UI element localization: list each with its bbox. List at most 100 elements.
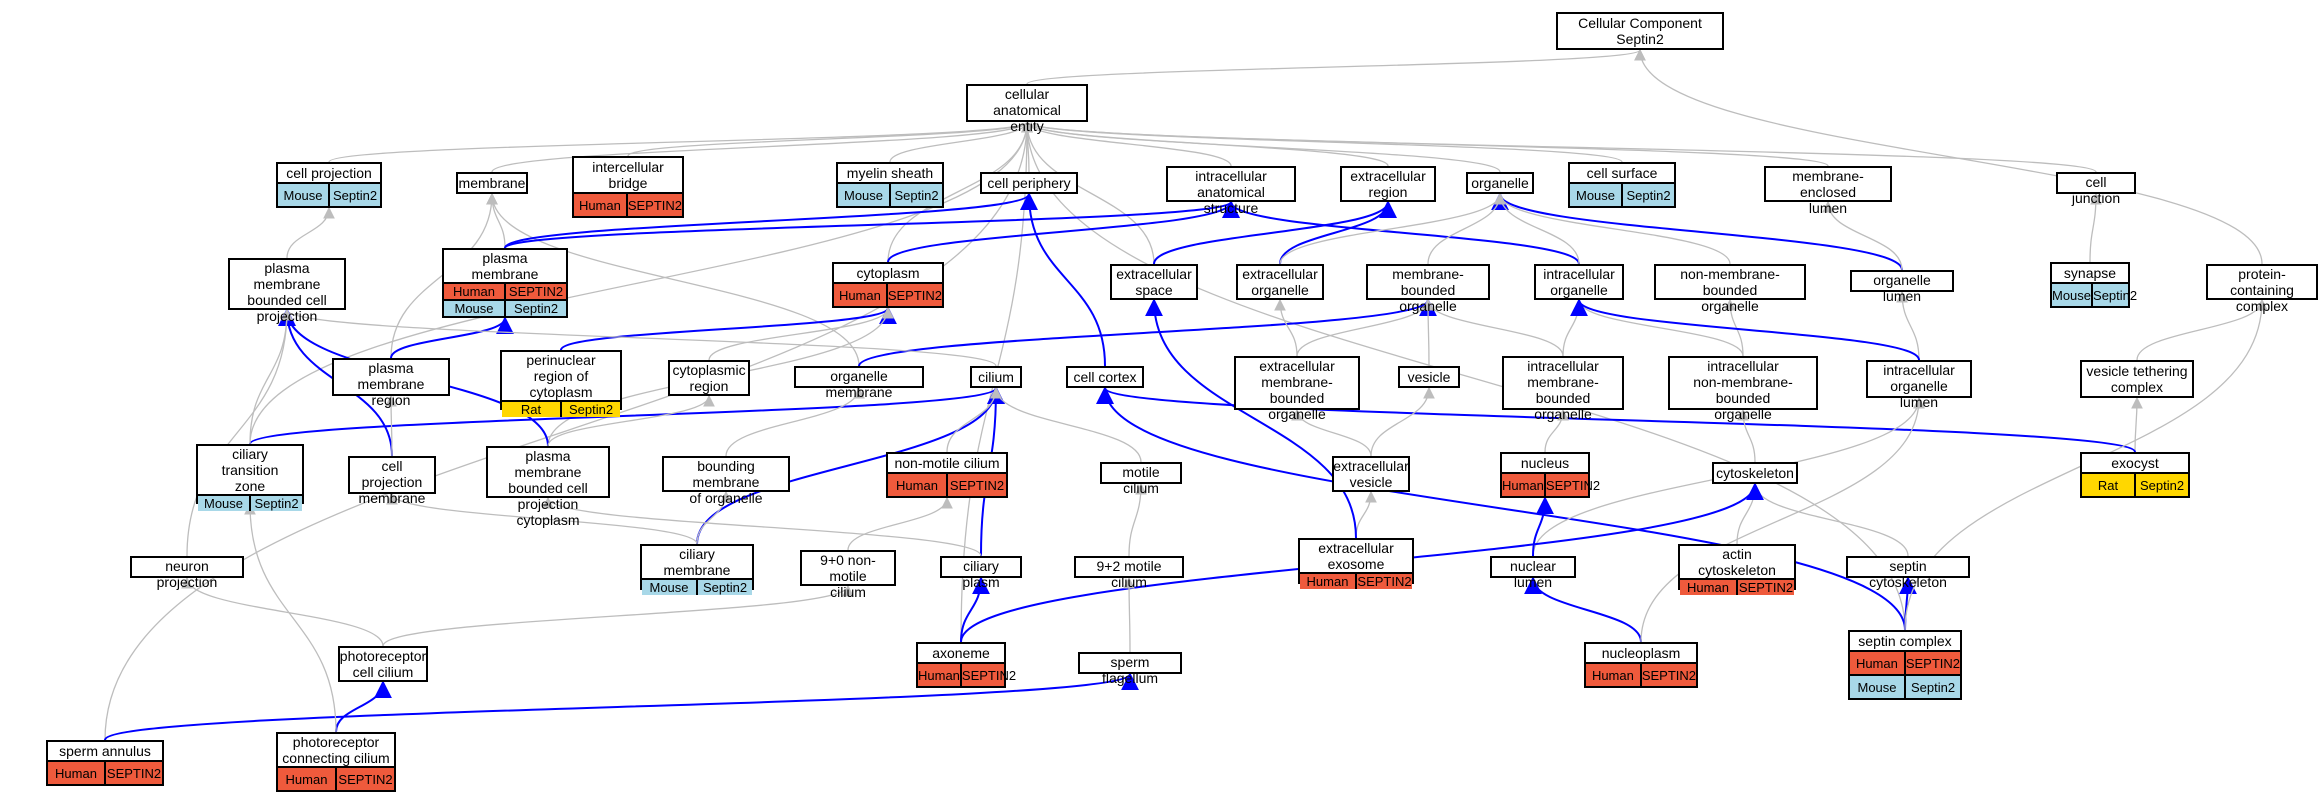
go-term-motcilium[interactable]: motile cilium <box>1100 462 1182 496</box>
go-term-icol[interactable]: intracellular organelle lumen <box>1866 360 1972 410</box>
go-term-celljunc[interactable]: cell junction <box>2056 172 2136 206</box>
go-term-spermflag[interactable]: sperm flagellum <box>1078 652 1182 686</box>
go-term-cilium[interactable]: cilium <box>970 366 1022 388</box>
go-term-vesicle[interactable]: vesicle <box>1398 366 1460 388</box>
go-term-periph[interactable]: cell periphery <box>980 172 1078 194</box>
term-label: extracellular region <box>1350 168 1426 200</box>
go-term-ecvesicle[interactable]: extracellular vesicle <box>1332 456 1410 492</box>
go-term-ecregion[interactable]: extracellular region <box>1340 166 1436 202</box>
edge-pmregion-to-pm <box>390 316 514 359</box>
species-badge: Human <box>838 287 881 303</box>
species-badge: Mouse <box>2052 287 2092 303</box>
go-term-pmbcp[interactable]: plasma membrane bounded cell projection <box>228 258 346 324</box>
go-term-ias[interactable]: intracellular anatomical structure <box>1166 166 1296 216</box>
go-term-pcc[interactable]: protein-containing complex <box>2206 264 2318 314</box>
go-term-cytoskel[interactable]: cytoskeleton <box>1712 462 1798 484</box>
edge-nuclumen-to-nucleus <box>1532 496 1554 557</box>
go-term-ecspace[interactable]: extracellular space <box>1110 264 1198 300</box>
go-term-cytoreg[interactable]: cytoplasmic region <box>668 360 750 396</box>
go-term-nine0[interactable]: 9+0 non-motile cilium <box>800 550 896 600</box>
go-term-neuronproj[interactable]: neuron projection <box>130 556 244 590</box>
edge-spermann-to-cae <box>104 120 1033 741</box>
go-term-root[interactable]: Cellular Component Septin2 <box>1556 12 1724 50</box>
term-label: non-motile cilium <box>894 455 1000 471</box>
go-term-membrane[interactable]: membrane <box>456 172 528 194</box>
go-term-cae[interactable]: cellular anatomical entity <box>966 84 1088 134</box>
term-label: ciliary membrane <box>663 546 731 578</box>
go-term-septinsk[interactable]: septin cytoskeleton <box>1846 556 1970 590</box>
edge-exosome-to-ecspace <box>1145 298 1357 539</box>
term-label: actin cytoskeleton <box>1698 546 1776 578</box>
go-term-mbo[interactable]: membrane-bounded organelle <box>1366 264 1490 314</box>
edge-nine2-to-motcilium <box>1128 482 1147 557</box>
go-term-pmbcpc[interactable]: plasma membrane bounded cell projection … <box>486 446 610 528</box>
go-term-photocil[interactable]: photoreceptor cell cilium <box>338 646 428 682</box>
go-term-cpm[interactable]: cell projection membrane <box>348 456 436 506</box>
go-term-nuclumen[interactable]: nuclear lumen <box>1490 556 1576 590</box>
term-label: exocyst <box>2111 455 2159 471</box>
species-badge: Mouse <box>649 580 689 595</box>
edge-ecspace-to-cae <box>1021 120 1155 265</box>
gene-badge: Septin2 <box>249 496 302 511</box>
edge-photoconn-to-ctz <box>244 502 337 733</box>
go-term-nmbo[interactable]: non-membrane-bounded organelle <box>1654 264 1806 314</box>
edge-icorg-to-organelle <box>1494 192 1580 265</box>
go-term-orglumen[interactable]: organelle lumen <box>1850 270 1954 304</box>
species-badge: Mouse <box>203 496 244 511</box>
go-term-orgmem[interactable]: organelle membrane <box>794 366 924 400</box>
edge-orglumen-to-melumen <box>1822 200 1903 271</box>
edge-nmbo-to-organelle <box>1494 192 1731 265</box>
term-label: protein-containing complex <box>2230 266 2294 314</box>
term-label: organelle lumen <box>1873 272 1931 304</box>
go-term-cilplasm[interactable]: ciliary plasm <box>940 556 1022 590</box>
term-label: photoreceptor connecting cilium <box>282 734 390 766</box>
species-badge: Human <box>1502 477 1544 493</box>
go-term-organelle[interactable]: organelle <box>1466 172 1534 194</box>
go-term-pmregion[interactable]: plasma membrane region <box>332 358 450 408</box>
term-label: plasma membrane bounded cell projection … <box>508 448 588 528</box>
go-term-nine2[interactable]: 9+2 motile cilium <box>1074 556 1184 590</box>
go-term-ecorg[interactable]: extracellular organelle <box>1236 264 1324 300</box>
term-label: intracellular anatomical structure <box>1195 168 1267 216</box>
go-term-icorg[interactable]: intracellular organelle <box>1534 264 1624 300</box>
term-label: plasma membrane region <box>357 360 425 408</box>
go-term-icnmbo[interactable]: intracellular non-membrane-bounded organ… <box>1668 356 1818 422</box>
go-term-ecmbo[interactable]: extracellular membrane-bounded organelle <box>1234 356 1360 422</box>
term-label: septin complex <box>1858 633 1952 649</box>
term-label: cell junction <box>2071 174 2121 206</box>
gene-badge: SEPTIN2 <box>885 284 942 306</box>
go-term-bmo[interactable]: bounding membrane of organelle <box>662 456 790 506</box>
edge-cae-to-root <box>1026 48 1646 85</box>
go-term-vtc[interactable]: vesicle tethering complex <box>2080 360 2194 398</box>
go-term-cortex[interactable]: cell cortex <box>1066 366 1144 388</box>
go-term-melumen[interactable]: membrane-enclosed lumen <box>1764 166 1892 216</box>
edge-cortex-to-periph <box>1020 192 1106 367</box>
go-term-icmbo[interactable]: intracellular membrane-bounded organelle <box>1502 356 1624 422</box>
term-label: intercellular bridge <box>592 159 664 191</box>
term-label: extracellular space <box>1116 266 1192 298</box>
